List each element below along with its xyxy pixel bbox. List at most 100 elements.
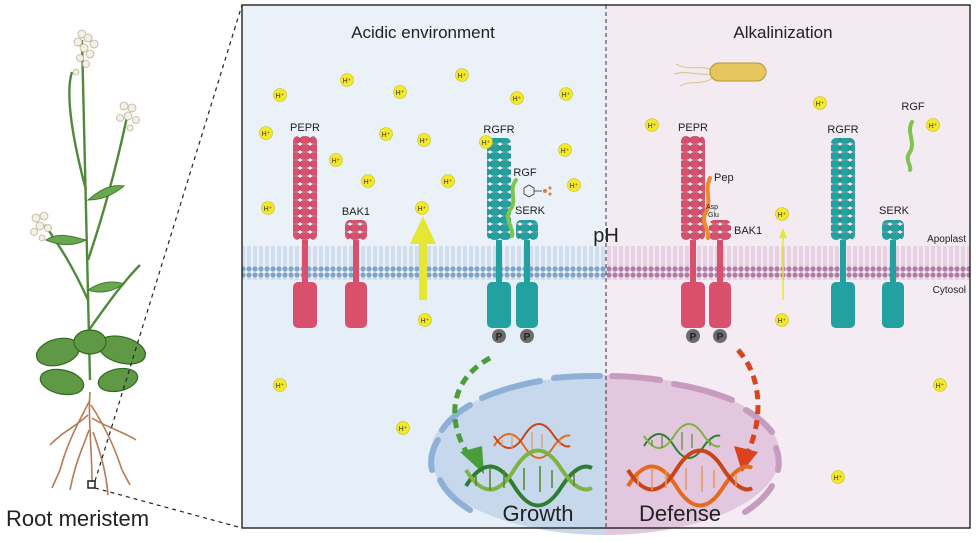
pepr-label-acidic: PEPR: [290, 122, 320, 134]
pepr-label-alkaline: PEPR: [678, 122, 708, 134]
proton-icon: H⁺: [926, 118, 940, 132]
proton-icon: H⁺: [645, 118, 659, 132]
proton-icon: H⁺: [393, 85, 407, 99]
proton-icon: H⁺: [415, 201, 429, 215]
asp-label: Asp: [706, 204, 718, 211]
plasma-membrane-alkaline: [606, 246, 970, 280]
apoplast-label: Apoplast: [927, 234, 966, 245]
defense-arrowhead: [734, 446, 758, 472]
rgfr-receptor-alkaline: [831, 138, 855, 328]
dna-small-alkaline: [643, 423, 721, 459]
svg-text:H⁺: H⁺: [936, 383, 945, 390]
svg-text:H⁺: H⁺: [364, 179, 373, 186]
svg-text:H⁺: H⁺: [562, 92, 571, 99]
svg-text:H⁺: H⁺: [444, 179, 453, 186]
serk-receptor-alkaline: [882, 220, 904, 328]
proton-influx-arrow-small: [779, 228, 787, 300]
svg-text:H⁺: H⁺: [778, 318, 787, 325]
proton-icon: H⁺: [831, 470, 845, 484]
proton-icon: H⁺: [361, 174, 375, 188]
bak1-receptor-acidic: [345, 220, 367, 328]
svg-text:H⁺: H⁺: [276, 383, 285, 390]
proton-icon: H⁺: [558, 143, 572, 157]
serk-label-alkaline: SERK: [879, 205, 910, 217]
svg-text:H⁺: H⁺: [264, 206, 273, 213]
rgf-peptide-free: [905, 120, 914, 172]
defense-label: Defense: [639, 501, 721, 526]
bak1-receptor-alkaline: [709, 220, 731, 328]
proton-icon: H⁺: [510, 91, 524, 105]
proton-icon: H⁺: [417, 133, 431, 147]
proton-icon: H⁺: [261, 201, 275, 215]
svg-text:H⁺: H⁺: [276, 93, 285, 100]
root-meristem-box: [87, 480, 96, 489]
proton-icon: H⁺: [418, 313, 432, 327]
svg-text:P: P: [717, 332, 724, 343]
panel-border: [241, 4, 971, 529]
proton-icon: H⁺: [775, 313, 789, 327]
proton-icon: H⁺: [273, 378, 287, 392]
svg-text:H⁺: H⁺: [399, 426, 408, 433]
bak1-label-alkaline: BAK1: [734, 225, 762, 237]
dna-large-acidic: [464, 448, 593, 508]
svg-text:H⁺: H⁺: [396, 90, 405, 97]
acidic-environment-title: Acidic environment: [351, 23, 495, 42]
svg-text:H⁺: H⁺: [458, 73, 467, 80]
svg-text:H⁺: H⁺: [648, 123, 657, 130]
proton-influx-arrow-large: [410, 216, 436, 300]
growth-label: Growth: [503, 501, 574, 526]
rgf-peptide-bound: [506, 178, 518, 238]
proton-icon: H⁺: [340, 73, 354, 87]
svg-text:H⁺: H⁺: [418, 206, 427, 213]
dna-small-acidic: [493, 423, 571, 459]
nuclear-envelope: [428, 372, 782, 515]
phosphate-badge: P: [686, 329, 700, 343]
rgfr-label-acidic: RGFR: [483, 124, 514, 136]
serk-receptor-acidic: [516, 220, 538, 328]
phosphate-badge: P: [520, 329, 534, 343]
proton-icon: H⁺: [379, 127, 393, 141]
bacterium-icon: [673, 62, 767, 87]
svg-text:H⁺: H⁺: [382, 132, 391, 139]
svg-text:H⁺: H⁺: [513, 96, 522, 103]
svg-text:P: P: [690, 332, 697, 343]
proton-icon: H⁺: [813, 96, 827, 110]
pep-label: Pep: [714, 172, 734, 184]
rgf-label-alkaline: RGF: [901, 101, 925, 113]
serk-label-acidic: SERK: [515, 205, 546, 217]
proton-icon: H⁺: [559, 87, 573, 101]
svg-text:H⁺: H⁺: [778, 212, 787, 219]
zoom-line-top: [94, 4, 243, 482]
pep-peptide-bound: [702, 176, 712, 240]
svg-text:H⁺: H⁺: [421, 318, 430, 325]
svg-text:H⁺: H⁺: [570, 183, 579, 190]
phosphate-badge: P: [492, 329, 506, 343]
svg-text:H⁺: H⁺: [482, 140, 491, 147]
sulfotyrosine-icon: [523, 184, 552, 198]
svg-text:H⁺: H⁺: [834, 475, 843, 482]
dna-large-alkaline: [626, 448, 754, 508]
growth-arrowhead: [460, 446, 484, 474]
pepr-receptor-alkaline: [681, 136, 705, 328]
pepr-receptor-acidic: [293, 136, 317, 328]
root-meristem-caption: Root meristem: [6, 506, 149, 531]
svg-text:H⁺: H⁺: [929, 123, 938, 130]
svg-text:P: P: [496, 332, 503, 343]
svg-text:H⁺: H⁺: [420, 138, 429, 145]
proton-icon: H⁺: [933, 378, 947, 392]
svg-text:H⁺: H⁺: [816, 101, 825, 108]
proton-icon: H⁺: [479, 135, 493, 149]
proton-icon: H⁺: [329, 153, 343, 167]
ph-label: pH: [593, 225, 619, 247]
proton-icon: H⁺: [775, 207, 789, 221]
proton-icon: H⁺: [455, 68, 469, 82]
svg-text:H⁺: H⁺: [332, 158, 341, 165]
cytosol-label: Cytosol: [933, 285, 966, 296]
arabidopsis-plant-illustration: [30, 29, 147, 496]
svg-text:H⁺: H⁺: [561, 148, 570, 155]
rgfr-receptor-acidic: [487, 138, 511, 328]
rgf-label-acidic: RGF: [513, 167, 537, 179]
phosphate-badge: P: [713, 329, 727, 343]
proton-layer: H⁺ H⁺ H⁺ H⁺ H⁺ H⁺ H⁺ H⁺ H⁺ H⁺ H⁺ H⁺ H⁺ H⁺ H⁺ H⁺ H⁺ H⁺ H⁺ H⁺…: [259, 68, 947, 484]
